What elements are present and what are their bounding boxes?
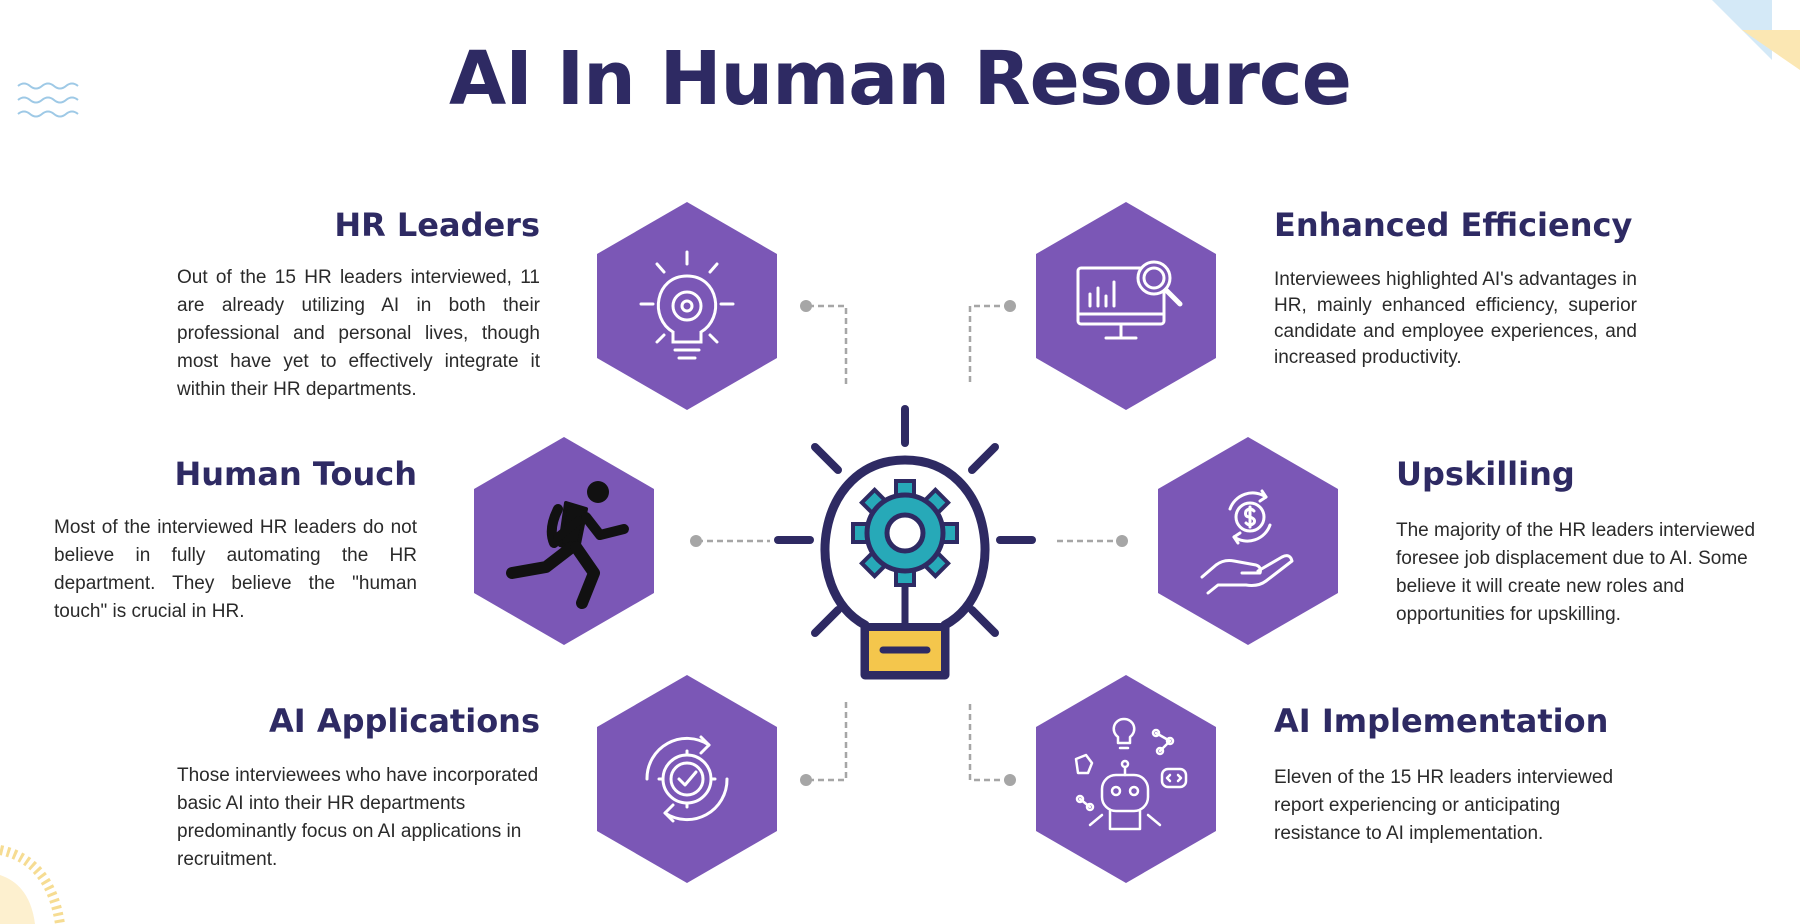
human-touch-heading: Human Touch: [174, 455, 417, 493]
ai-implementation-hexagon: [1036, 675, 1216, 883]
hr-leaders-hexagon: [597, 202, 777, 410]
lightbulb-gear-icon: [639, 250, 735, 360]
ai-applications-text: Those interviewees who have incorporated…: [177, 765, 539, 870]
upskilling-hexagon: [1158, 437, 1338, 645]
decor-triangle-icon: [1712, 0, 1800, 70]
hr-leaders-text: Out of the 15 HR leaders interviewed, 11…: [177, 267, 540, 400]
monitor-search-icon: [1076, 260, 1183, 340]
running-person-icon: [506, 481, 629, 609]
enhanced-efficiency-text: Interviewees highlighted AI's advantages…: [1274, 269, 1637, 368]
ai-implementation-text: Eleven of the 15 HR leaders interviewed …: [1274, 767, 1614, 844]
ai-applications-hexagon: [597, 675, 777, 883]
upskilling-heading: Upskilling: [1396, 455, 1575, 493]
center-lightbulb-gear-icon: [774, 405, 1036, 680]
ai-implementation-heading: AI Implementation: [1274, 702, 1609, 740]
hr-leaders-heading: HR Leaders: [334, 206, 540, 244]
human-touch-hexagon: [474, 437, 654, 645]
decor-wave-icon: [17, 82, 79, 118]
robot-ideas-icon: [1074, 717, 1188, 831]
human-touch-text: Most of the interviewed HR leaders do no…: [54, 517, 417, 622]
upskilling-text: The majority of the HR leaders interview…: [1396, 520, 1756, 625]
enhanced-efficiency-hexagon: [1036, 202, 1216, 410]
hand-dollar-icon: [1200, 489, 1294, 595]
gear-check-cycle-icon: [645, 735, 729, 823]
ai-applications-heading: AI Applications: [269, 702, 540, 740]
page-title: AI In Human Resource: [449, 36, 1352, 122]
enhanced-efficiency-heading: Enhanced Efficiency: [1274, 206, 1633, 244]
decor-arc-icon: [0, 845, 65, 924]
